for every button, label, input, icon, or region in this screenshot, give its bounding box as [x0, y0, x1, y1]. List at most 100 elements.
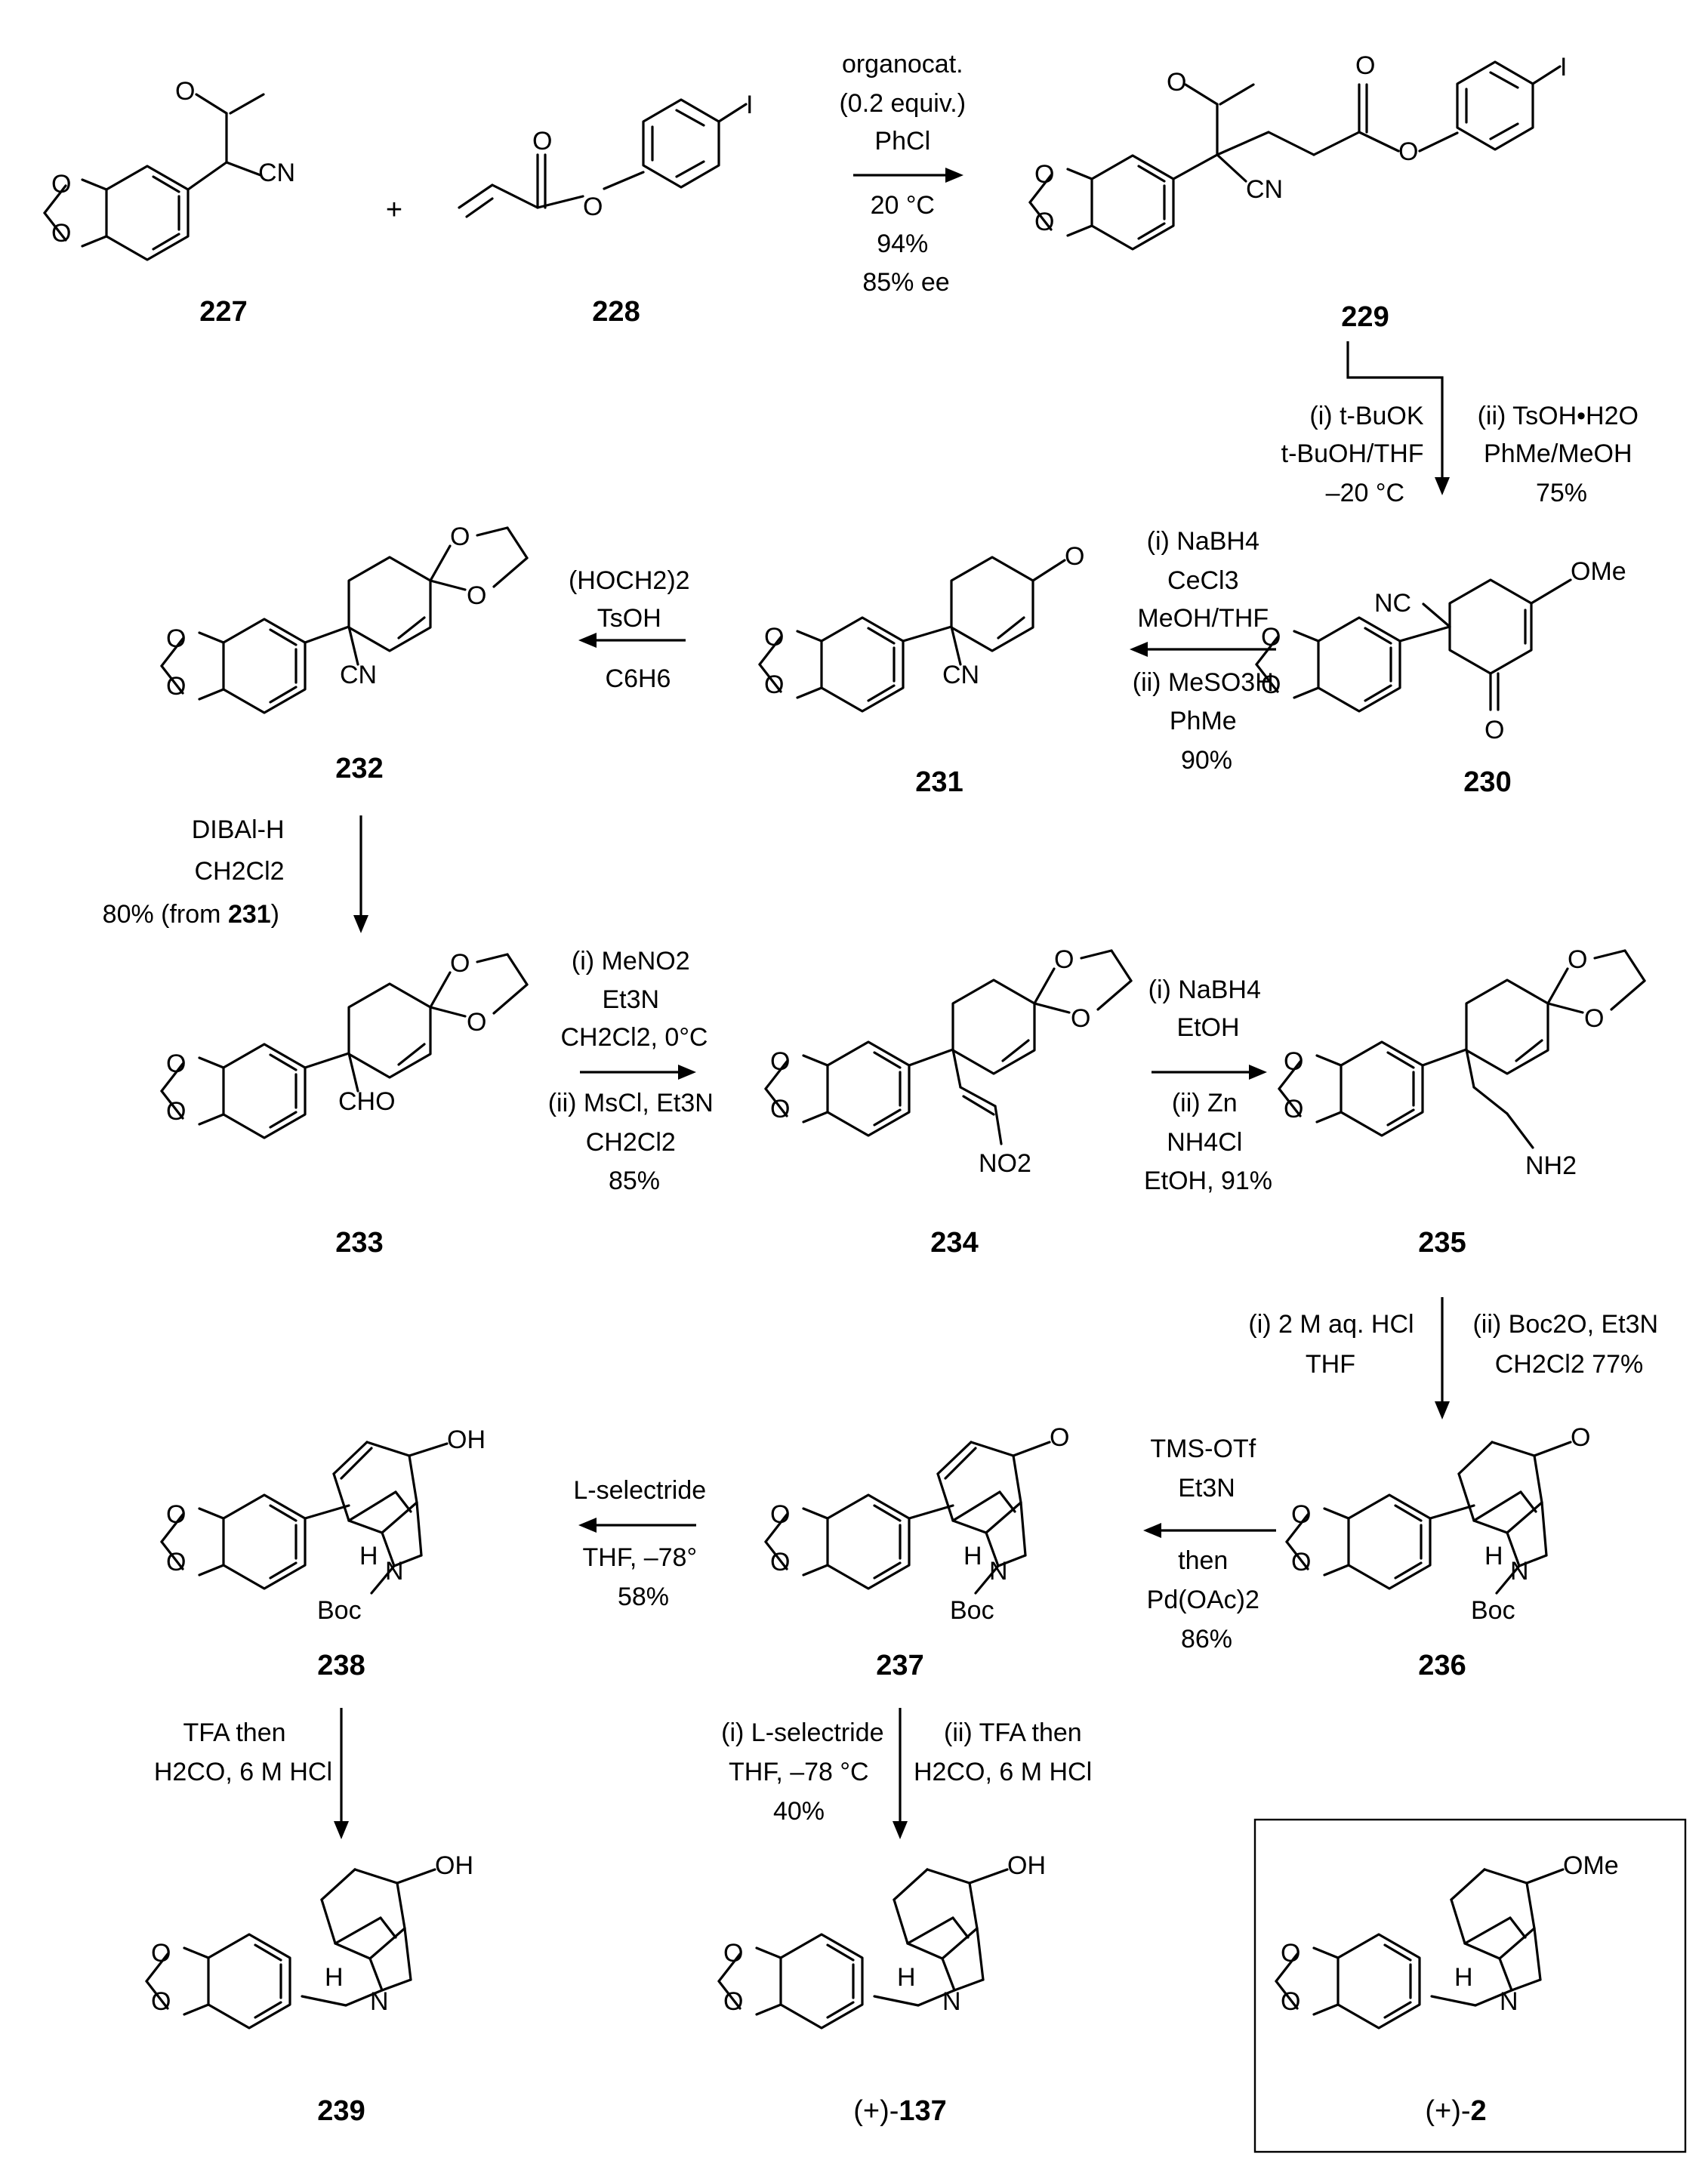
compound-label-239: 239 — [317, 2095, 365, 2127]
atom-o-227: O — [175, 77, 195, 106]
atom-h-237: H — [963, 1542, 982, 1570]
compound-label-237: 237 — [876, 1650, 923, 1681]
compound-231-structure: O CN O O — [758, 542, 1084, 713]
compound-227-structure: O CN O O — [43, 77, 295, 261]
target-box — [1253, 1818, 1687, 2153]
step11-arrow — [334, 1708, 349, 1839]
step1-conditions: organocat. (0.2 equiv.) PhCl 20 °C 94% 8… — [839, 50, 973, 297]
compound-label-230: 230 — [1463, 766, 1511, 798]
atom-h-2: H — [1454, 1963, 1473, 1992]
step10-arrow — [578, 1518, 696, 1533]
atom-o-230: O — [1484, 716, 1504, 744]
step9-conditions-top: TMS-OTf Et3N — [1150, 1435, 1263, 1503]
step3-arrow — [1130, 642, 1276, 657]
step12-conditions-right: (ii) TFA then H2CO, 6 M HCl — [914, 1718, 1092, 1786]
atom-o-236a: O — [1291, 1500, 1311, 1529]
atom-n-239: N — [370, 1987, 389, 2016]
atom-o-228b: O — [583, 193, 603, 221]
compound-236-structure: O H N Boc O O — [1285, 1423, 1590, 1625]
atom-oh-239: OH — [435, 1851, 473, 1880]
compound-229-structure: O O O CN I O O — [1028, 51, 1567, 251]
compound-137-structure: OH H N O O — [717, 1851, 1046, 2030]
compound-label-227: 227 — [199, 296, 247, 328]
atom-o-229c: O — [1398, 137, 1418, 166]
atom-o-231: O — [1065, 542, 1084, 571]
atom-o-235c: O — [1284, 1047, 1303, 1076]
compound-228-structure: O O I — [458, 91, 753, 221]
step7-arrow — [1152, 1065, 1267, 1080]
atom-cn-229: CN — [1246, 175, 1283, 204]
atom-h-238: H — [359, 1542, 378, 1570]
step2-arrow — [1346, 341, 1450, 495]
atom-o-230b: O — [1261, 670, 1281, 699]
atom-o-234a: O — [1054, 945, 1074, 974]
compound-232-structure: O O CN O O — [160, 522, 529, 714]
atom-o-233c: O — [166, 1049, 186, 1078]
atom-o-236b: O — [1291, 1548, 1311, 1577]
step5-arrow — [353, 815, 368, 933]
compound-label-235: 235 — [1418, 1227, 1466, 1259]
step4-arrow — [578, 633, 686, 648]
atom-o-234c: O — [770, 1047, 790, 1076]
atom-o-232a: O — [450, 522, 470, 551]
atom-boc-238: Boc — [317, 1596, 362, 1625]
step3-conditions: (i) NaBH4 CeCl3 MeOH/THF (ii) MeSO3H PhM… — [1133, 527, 1281, 775]
step11-conditions: TFA then H2CO, 6 M HCl — [154, 1718, 332, 1786]
atom-cn-232: CN — [340, 661, 377, 689]
atom-n-238: N — [385, 1557, 404, 1586]
atom-o-232b: O — [467, 581, 486, 610]
atom-oh-137: OH — [1007, 1851, 1046, 1880]
step12-conditions-left: (i) L-selectride THF, –78 °C 40% — [721, 1718, 891, 1826]
atom-o-231a: O — [764, 623, 784, 652]
compound-label-233: 233 — [335, 1227, 383, 1259]
compound-label-231: 231 — [915, 766, 963, 798]
compound-label-238: 238 — [317, 1650, 365, 1681]
atom-n-236: N — [1510, 1557, 1529, 1586]
atom-o-235b: O — [1584, 1004, 1604, 1033]
step6-arrow — [580, 1065, 696, 1080]
atom-o-229a: O — [1167, 68, 1186, 97]
atom-o-232d: O — [166, 672, 186, 701]
step4-conditions: (HOCH2)2 TsOH C6H6 — [569, 566, 697, 693]
compound-239-structure: OH H N O O — [145, 1851, 473, 2030]
compound-235-structure: O O NH2 O O — [1278, 945, 1646, 1180]
atom-o-238a: O — [166, 1500, 186, 1529]
atom-no2-234: NO2 — [979, 1149, 1031, 1178]
atom-o-234b: O — [1071, 1004, 1090, 1033]
step8-conditions-right: (ii) Boc2O, Et3N CH2Cl2 77% — [1472, 1310, 1665, 1379]
compound-label-229: 229 — [1341, 301, 1389, 333]
atom-o-227a: O — [51, 170, 71, 199]
step12-arrow — [893, 1708, 908, 1839]
step8-arrow — [1435, 1297, 1450, 1419]
atom-oh-238: OH — [447, 1425, 486, 1454]
atom-o-228a: O — [532, 127, 552, 156]
step2-conditions-right: (ii) TsOH•H2O PhMe/MeOH 75% — [1478, 402, 1646, 507]
atom-o-235d: O — [1284, 1095, 1303, 1123]
compound-238-structure: OH H N Boc O O — [160, 1425, 486, 1625]
compound-237-structure: O H N Boc O O — [764, 1423, 1069, 1625]
atom-o-239a: O — [151, 1939, 171, 1968]
step1-arrow — [853, 168, 963, 183]
atom-o-137a: O — [723, 1939, 743, 1968]
atom-o-137b: O — [723, 1987, 743, 2016]
compound-label-234: 234 — [930, 1227, 978, 1259]
compound-2-structure: OMe H N O O — [1275, 1851, 1619, 2030]
atom-cn-231: CN — [942, 661, 979, 689]
atom-boc-237: Boc — [950, 1596, 994, 1625]
atom-o-234d: O — [770, 1095, 790, 1123]
atom-o-229e: O — [1034, 208, 1054, 236]
atom-h-236: H — [1484, 1542, 1503, 1570]
compound-label-2: (+)-2 — [1425, 2095, 1486, 2127]
atom-o-233a: O — [450, 949, 470, 978]
step6-conditions-top: (i) MeNO2 Et3N CH2Cl2, 0°C — [561, 947, 708, 1052]
compound-230-structure: OMe NC O O O — [1255, 557, 1626, 744]
plus-sign: + — [386, 194, 402, 226]
atom-o-238b: O — [166, 1548, 186, 1577]
step9-conditions-bottom: then Pd(OAc)2 86% — [1147, 1546, 1267, 1654]
atom-o-2a: O — [1281, 1939, 1300, 1968]
step7-conditions-top: (i) NaBH4 EtOH — [1148, 976, 1269, 1042]
atom-n-237: N — [989, 1557, 1008, 1586]
atom-n-137: N — [942, 1987, 961, 2016]
atom-h-239: H — [325, 1963, 344, 1992]
